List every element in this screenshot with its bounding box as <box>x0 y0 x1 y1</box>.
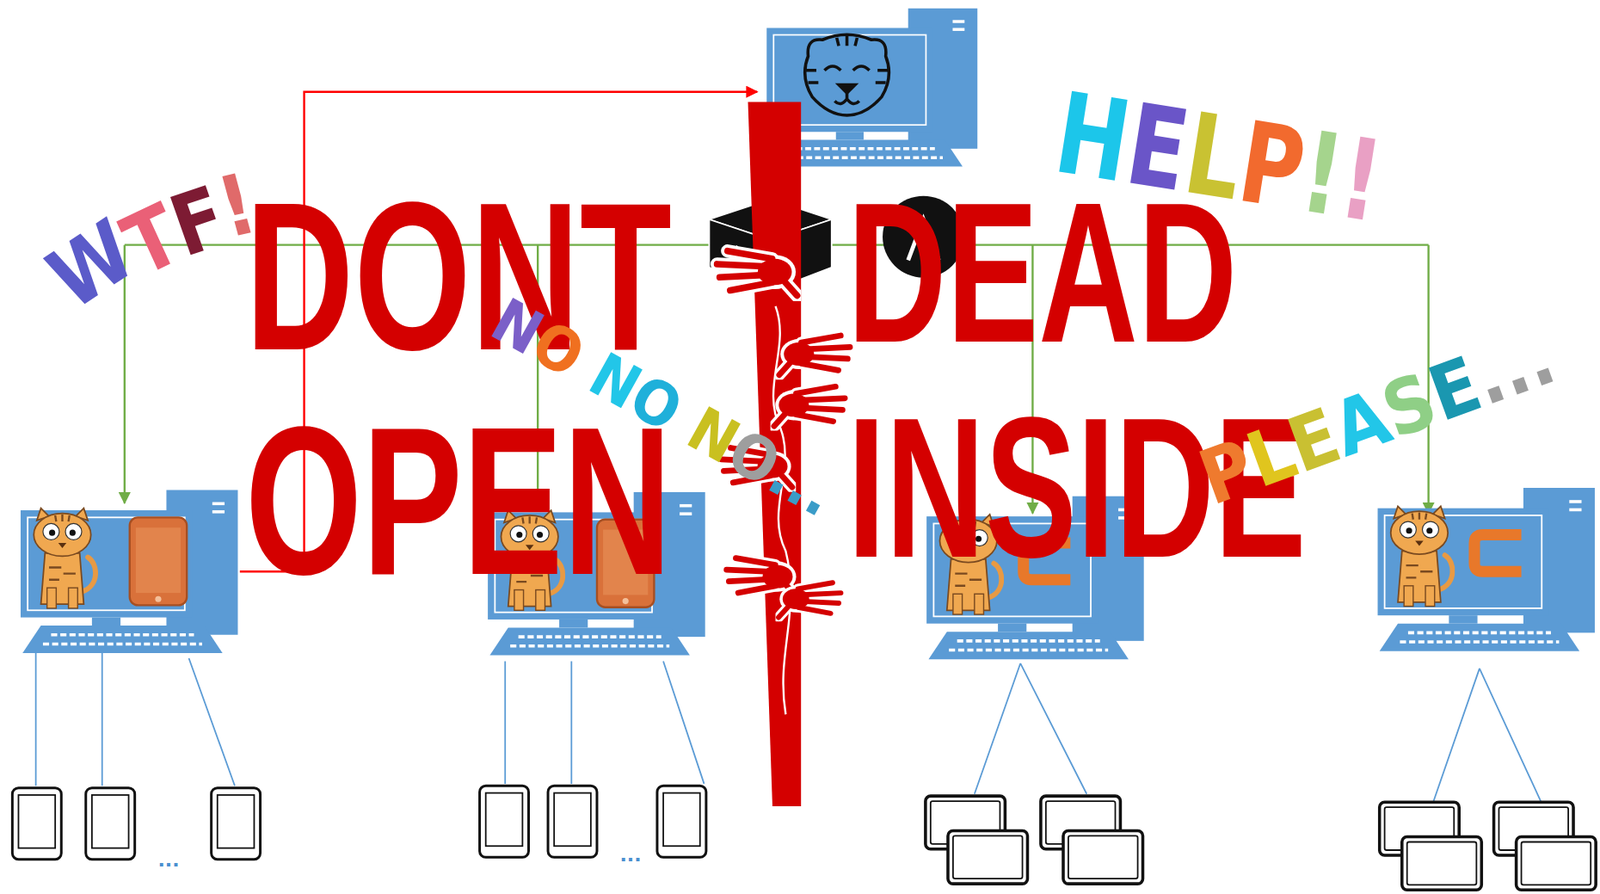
tablet-device <box>211 787 261 860</box>
letter: . <box>165 849 173 871</box>
tablet-device <box>86 787 136 860</box>
exclaim-word: WTF! <box>36 157 271 324</box>
tablet-device <box>657 785 707 857</box>
tablet-device <box>12 787 62 860</box>
screen-device <box>1494 801 1597 890</box>
tiger-mascot <box>33 508 96 609</box>
plea-word: PLEASE... <box>1189 315 1566 521</box>
ellipsis-mark: ... <box>619 844 641 866</box>
tablet-device <box>547 785 597 857</box>
tiger-face-icon <box>805 34 890 116</box>
screen-device <box>1040 795 1144 884</box>
blood-bar <box>717 102 850 807</box>
ellipsis-mark: ... <box>157 849 179 871</box>
letter: . <box>157 849 165 871</box>
letter: . <box>619 844 627 866</box>
client-computer <box>1377 487 1595 652</box>
screen-device <box>1379 801 1483 890</box>
warning-title: DEAD INSIDE <box>847 166 1306 596</box>
screen-device <box>925 795 1028 884</box>
client-computer <box>20 489 239 653</box>
letter: . <box>172 849 179 871</box>
tablet-device <box>480 785 530 857</box>
letter: . <box>633 844 641 866</box>
letter: . <box>627 844 634 866</box>
tiger-mascot <box>1390 505 1453 606</box>
c-icon <box>1474 535 1522 573</box>
phone-icon <box>129 516 187 605</box>
